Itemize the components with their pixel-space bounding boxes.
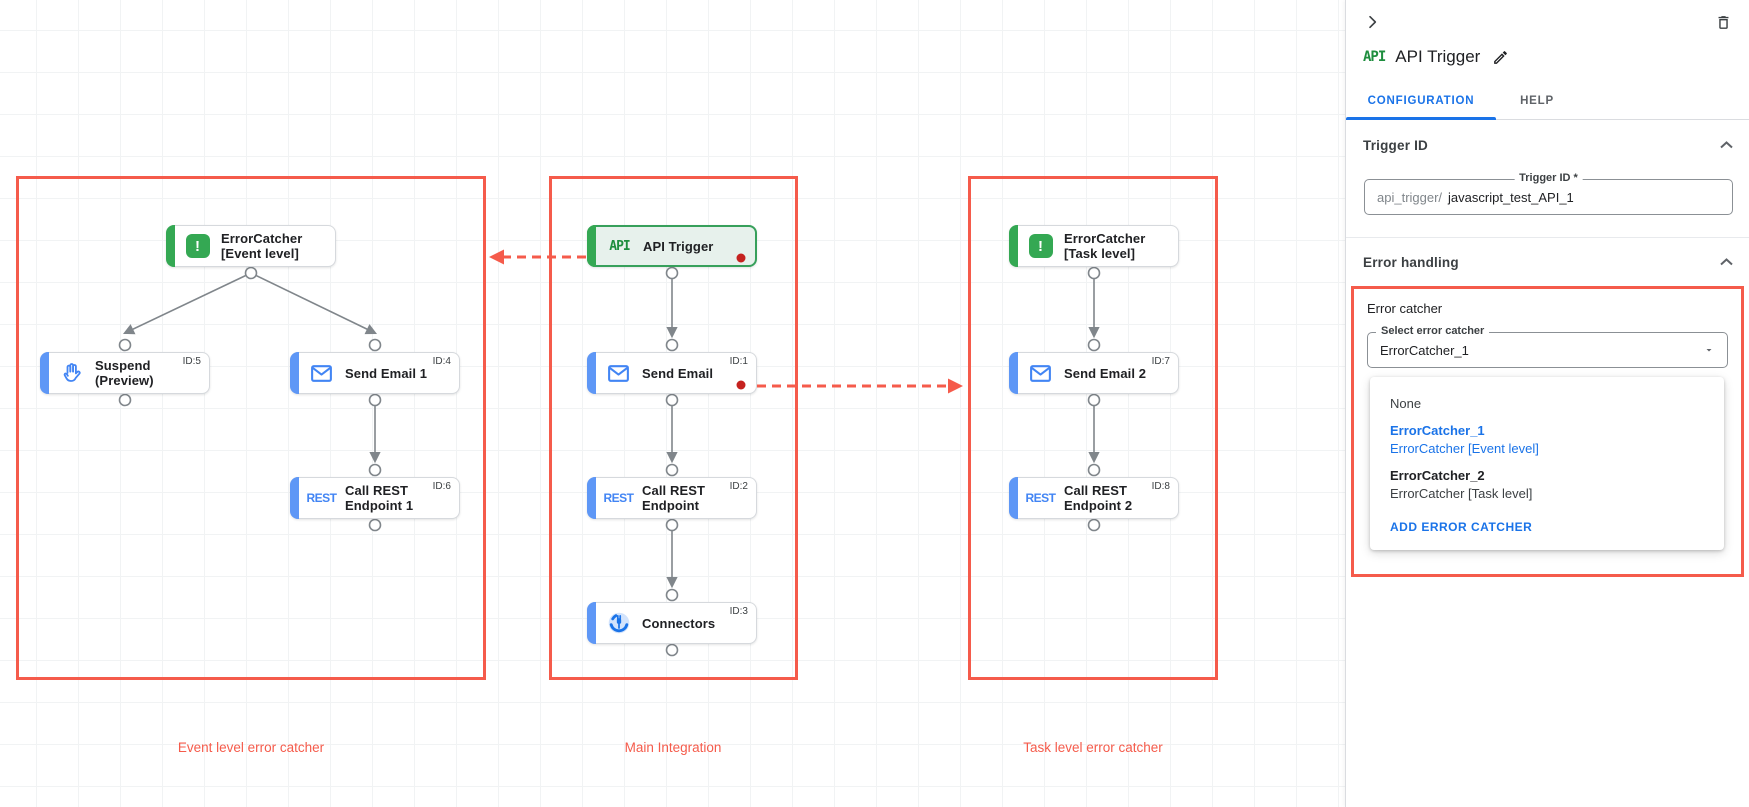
node-errorcatcher-task-level[interactable]: ! ErrorCatcher[Task level] bbox=[1009, 225, 1179, 267]
node-label: API Trigger bbox=[643, 238, 714, 254]
node-api-trigger[interactable]: API API Trigger bbox=[587, 225, 757, 267]
node-connectors[interactable]: Connectors ID:3 bbox=[587, 602, 757, 644]
node-accent-bar bbox=[587, 352, 596, 394]
option-none[interactable]: None bbox=[1390, 396, 1422, 411]
node-label: ErrorCatcher[Task level] bbox=[1064, 231, 1146, 261]
select-error-catcher[interactable]: Select error catcher ErrorCatcher_1 bbox=[1367, 325, 1728, 368]
email-icon bbox=[1027, 360, 1054, 387]
option-errorcatcher-2[interactable]: ErrorCatcher_2 ErrorCatcher [Task level] bbox=[1390, 468, 1533, 501]
group-box-task-level-error-catcher bbox=[968, 176, 1218, 680]
node-errorcatcher-event-level[interactable]: ! ErrorCatcher[Event level] bbox=[166, 225, 336, 267]
trash-icon[interactable] bbox=[1713, 12, 1733, 32]
node-label: ErrorCatcher[Event level] bbox=[221, 231, 303, 261]
node-send-email-2[interactable]: Send Email 2 ID:7 bbox=[1009, 352, 1179, 394]
error-icon: ! bbox=[1027, 233, 1054, 260]
group-label-task-level-error-catcher: Task level error catcher bbox=[1023, 740, 1163, 755]
node-id-badge: ID:7 bbox=[1151, 356, 1170, 367]
api-icon: API bbox=[609, 238, 631, 254]
error-catcher-annotation-box: Error catcher Select error catcher Error… bbox=[1351, 286, 1744, 577]
hand-icon bbox=[58, 360, 85, 387]
dropdown-arrow-icon[interactable] bbox=[1703, 344, 1715, 356]
error-icon: ! bbox=[184, 233, 211, 260]
node-accent-bar bbox=[587, 602, 596, 644]
trigger-id-value[interactable]: javascript_test_API_1 bbox=[1448, 189, 1574, 205]
node-id-badge: ID:1 bbox=[729, 356, 748, 367]
config-panel: API API Trigger CONFIGURATION HELP Trigg… bbox=[1345, 0, 1749, 807]
trigger-id-prefix: api_trigger/ bbox=[1377, 189, 1443, 205]
trigger-id-section-title: Trigger ID bbox=[1363, 137, 1429, 153]
node-accent-bar bbox=[587, 477, 596, 519]
panel-toolbar bbox=[1346, 0, 1749, 32]
collapse-panel-icon[interactable] bbox=[1362, 12, 1382, 32]
node-id-badge: ID:8 bbox=[1151, 481, 1170, 492]
option-errorcatcher-1[interactable]: ErrorCatcher_1 ErrorCatcher [Event level… bbox=[1390, 423, 1539, 456]
node-id-badge: ID:4 bbox=[432, 356, 451, 367]
group-label-event-level-error-catcher: Event level error catcher bbox=[177, 740, 325, 755]
connectors-icon bbox=[605, 610, 632, 637]
section-divider bbox=[1346, 237, 1749, 238]
tab-help[interactable]: HELP bbox=[1520, 95, 1554, 107]
node-label: Send Email bbox=[642, 365, 714, 381]
panel-header: API API Trigger bbox=[1346, 32, 1749, 71]
node-accent-bar bbox=[290, 352, 299, 394]
api-trigger-logo: API bbox=[1363, 49, 1386, 65]
node-accent-bar bbox=[1009, 352, 1018, 394]
node-accent-bar bbox=[1009, 225, 1018, 267]
trigger-id-field-label: Trigger ID * bbox=[1514, 172, 1583, 184]
node-accent-bar bbox=[587, 225, 596, 267]
node-id-badge: ID:3 bbox=[729, 606, 748, 617]
error-handling-section-header[interactable]: Error handling bbox=[1346, 238, 1749, 271]
panel-tabs: CONFIGURATION HELP bbox=[1346, 83, 1749, 120]
pencil-icon[interactable] bbox=[1490, 47, 1510, 67]
rest-icon: REST bbox=[1025, 491, 1057, 505]
rest-icon: REST bbox=[306, 491, 338, 505]
node-label: Suspend(Preview) bbox=[95, 358, 154, 388]
node-label: Send Email 1 bbox=[345, 365, 428, 381]
panel-title: API Trigger bbox=[1395, 47, 1481, 66]
node-accent-bar bbox=[166, 225, 175, 267]
node-accent-bar bbox=[40, 352, 49, 394]
node-accent-bar bbox=[290, 477, 299, 519]
trigger-id-section-header[interactable]: Trigger ID bbox=[1346, 120, 1749, 154]
node-id-badge: ID:6 bbox=[432, 481, 451, 492]
trigger-id-field[interactable]: Trigger ID * api_trigger/ javascript_tes… bbox=[1364, 172, 1733, 215]
tab-configuration[interactable]: CONFIGURATION bbox=[1346, 83, 1496, 120]
node-id-badge: ID:2 bbox=[729, 481, 748, 492]
select-error-catcher-label: Select error catcher bbox=[1376, 325, 1490, 337]
node-suspend-preview[interactable]: Suspend(Preview) ID:5 bbox=[40, 352, 210, 394]
group-label-main-integration: Main Integration bbox=[624, 740, 722, 755]
node-label: Send Email 2 bbox=[1064, 365, 1147, 381]
add-error-catcher-button[interactable]: ADD ERROR CATCHER bbox=[1390, 520, 1533, 534]
integration-canvas[interactable]: Event level error catcher Main Integratio… bbox=[0, 0, 1345, 807]
rest-icon: REST bbox=[603, 491, 635, 505]
error-handling-section-title: Error handling bbox=[1363, 254, 1459, 270]
error-catcher-dropdown: None ErrorCatcher_1 ErrorCatcher [Event … bbox=[1370, 377, 1724, 550]
node-id-badge: ID:5 bbox=[182, 356, 201, 367]
node-send-email-1[interactable]: Send Email 1 ID:4 bbox=[290, 352, 460, 394]
node-accent-bar bbox=[1009, 477, 1018, 519]
group-box-main-integration bbox=[549, 176, 798, 680]
group-box-event-level-error-catcher bbox=[16, 176, 486, 680]
node-send-email[interactable]: Send Email ID:1 bbox=[587, 352, 757, 394]
chevron-up-icon[interactable] bbox=[1720, 136, 1733, 154]
select-error-catcher-value: ErrorCatcher_1 bbox=[1380, 342, 1469, 358]
error-catcher-label: Error catcher bbox=[1367, 301, 1443, 316]
email-icon bbox=[308, 360, 335, 387]
node-label: Connectors bbox=[642, 615, 716, 631]
chevron-up-icon[interactable] bbox=[1720, 253, 1733, 271]
email-icon bbox=[605, 360, 632, 387]
